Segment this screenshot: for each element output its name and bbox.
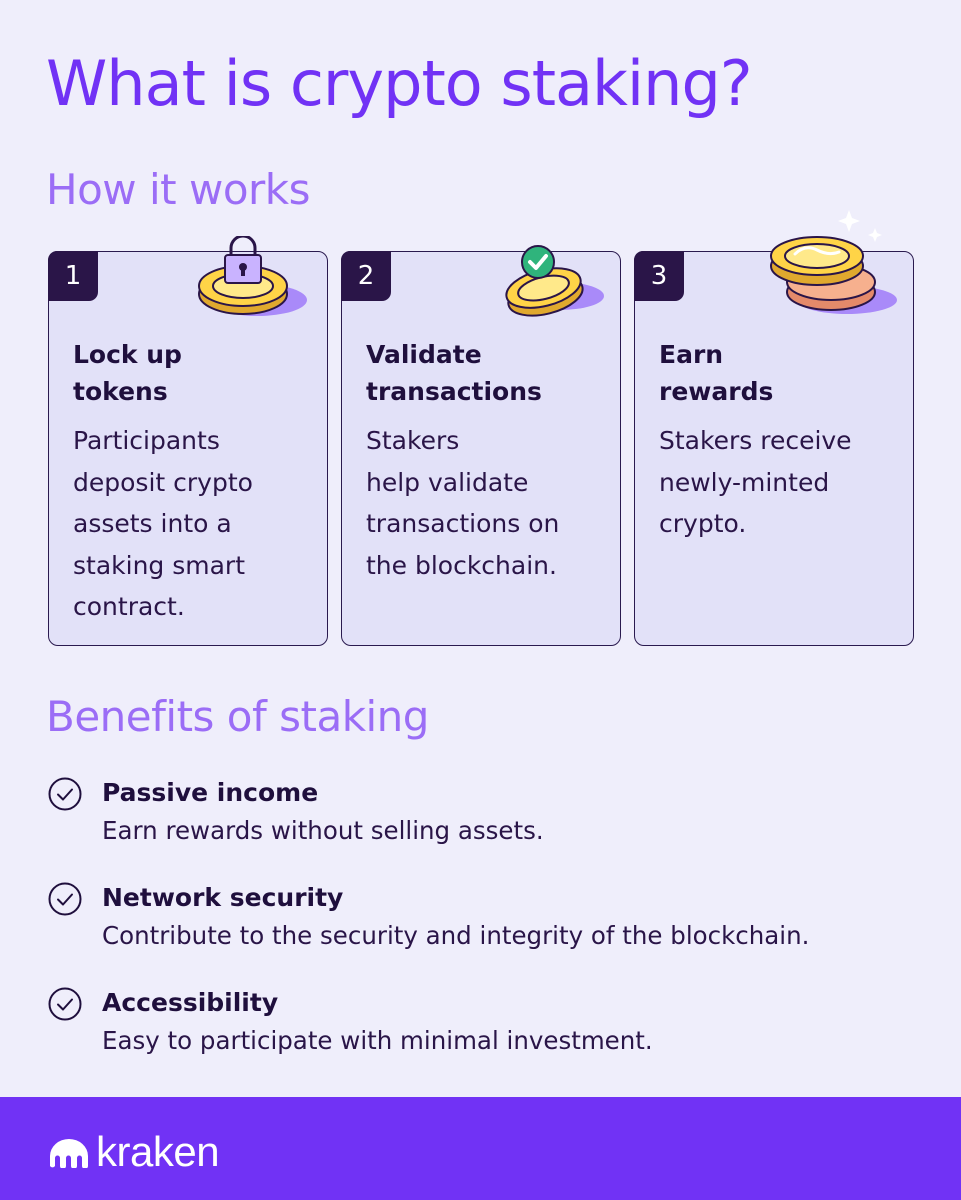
step-description-line: the blockchain. xyxy=(366,550,557,580)
step-description-line: crypto. xyxy=(659,509,747,538)
check-circle-icon xyxy=(48,777,82,811)
check-circle-icon xyxy=(48,987,82,1021)
step-description-line: Stakers receive xyxy=(659,426,852,455)
step-description: Participants deposit crypto assets into … xyxy=(73,420,323,628)
benefit-title: Network security xyxy=(102,883,344,912)
benefit-item-accessibility: Accessibility Easy to participate with m… xyxy=(48,985,928,1075)
step-description-line: contract. xyxy=(73,592,185,621)
step-title-line1: Validate xyxy=(366,340,482,369)
step-description-line: Stakers xyxy=(366,426,460,455)
step-card-earn-rewards: 3 Earn rewards Stakers receive newly-min… xyxy=(634,210,914,646)
step-description-line: transactions on xyxy=(366,509,560,538)
step-number: 1 xyxy=(48,251,98,301)
step-card-lock-up-tokens: 1 Lock up tokens Participants deposit cr… xyxy=(48,236,328,646)
step-description-line: deposit crypto xyxy=(73,467,253,497)
step-description: Stakers help validate transactions on th… xyxy=(366,420,616,586)
benefit-title: Passive income xyxy=(102,778,319,807)
page-title: What is crypto staking? xyxy=(46,47,753,120)
benefit-description: Contribute to the security and integrity… xyxy=(102,921,810,950)
kraken-logo-icon xyxy=(50,1139,88,1168)
step-number: 3 xyxy=(634,251,684,301)
benefit-description: Earn rewards without selling assets. xyxy=(102,816,544,845)
lock-coin-icon xyxy=(198,236,307,316)
benefit-item-network-security: Network security Contribute to the secur… xyxy=(48,880,928,970)
step-description-line: assets into a xyxy=(73,509,232,538)
benefit-item-passive-income: Passive income Earn rewards without sell… xyxy=(48,775,928,865)
step-title-line2: transactions xyxy=(366,377,542,406)
benefit-title: Accessibility xyxy=(102,988,279,1017)
step-description-line: help validate xyxy=(366,467,529,497)
step-description: Stakers receive newly-minted crypto. xyxy=(659,420,909,545)
benefit-description: Easy to participate with minimal investm… xyxy=(102,1026,653,1055)
step-title-line2: tokens xyxy=(73,377,168,406)
step-title-line2: rewards xyxy=(659,377,774,406)
step-description-line: newly-minted xyxy=(659,467,830,497)
step-description-line: staking smart xyxy=(73,550,246,580)
kraken-logo: kraken xyxy=(48,1128,220,1175)
footer-bar xyxy=(0,1097,961,1200)
how-it-works-heading: How it works xyxy=(46,165,311,214)
step-card-validate-transactions: 2 Validate transactions Stakers help val… xyxy=(341,245,621,646)
stacked-coins-icon xyxy=(770,210,897,314)
step-description-line: Participants xyxy=(73,426,220,455)
brand-name: kraken xyxy=(96,1128,220,1175)
step-number: 2 xyxy=(341,251,391,301)
step-title-line1: Lock up xyxy=(73,340,182,369)
benefits-heading: Benefits of staking xyxy=(46,692,429,741)
check-circle-icon xyxy=(48,882,82,916)
checkmark-coin-icon xyxy=(505,245,604,317)
step-title-line1: Earn xyxy=(659,340,724,369)
